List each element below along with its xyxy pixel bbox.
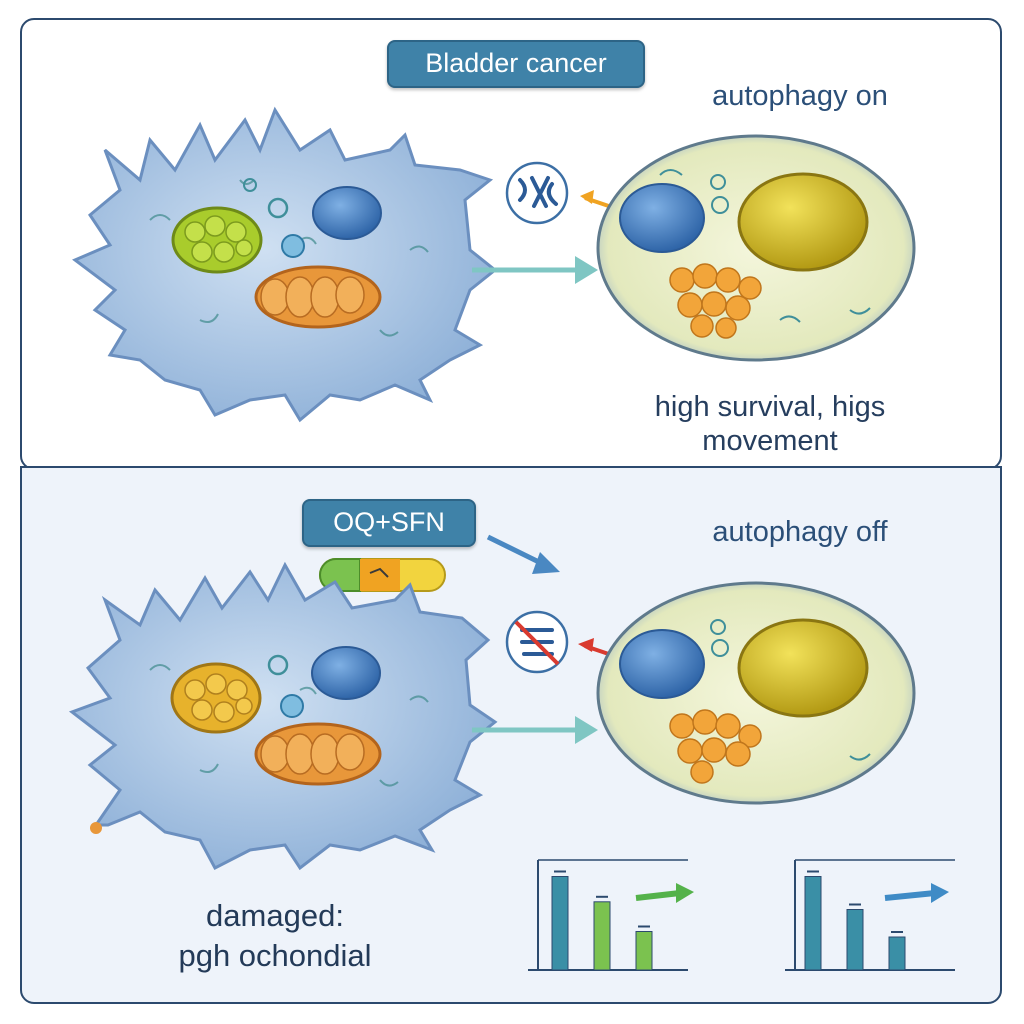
bar-0-1 [593,901,611,971]
arrow-head-top [575,256,598,284]
trend-arrow-head-0 [676,883,694,903]
cancer-cell-bottom [68,561,498,871]
bar-1-2 [888,936,906,971]
bar-1-1 [846,909,864,971]
treatment-arrow [486,534,547,568]
outcome-line-2: movement [702,425,838,457]
bar-chart-left [528,859,694,971]
bar-1-0 [804,876,822,971]
autophagy-active-icon [505,161,569,225]
outcome-line-1: high survival, higs [654,391,886,423]
bar-0-0 [551,876,569,971]
trend-arrow-0 [635,890,681,901]
bar-chart-right [785,859,955,971]
drug-capsule-icon [319,558,446,592]
cancer-cell-top [72,106,498,423]
trend-arrow-1 [884,890,936,901]
damage-text: damaged: pgh ochondial [150,896,400,976]
outcome-text: high survival, higs movement [610,390,930,458]
title-badge: Bladder cancer [387,40,645,88]
damage-line-1: damaged: [206,898,344,933]
treatment-badge: OQ+SFN [302,499,476,547]
damage-line-2: pgh ochondial [178,938,372,973]
autophagic-cell-top [596,134,916,362]
autophagy-off-label: autophagy off [712,516,888,548]
autophagic-cell-bottom [596,581,916,805]
trend-arrow-head-1 [931,883,949,903]
bar-0-2 [635,931,653,971]
autophagy-blocked-icon [505,610,569,674]
autophagy-on-label: autophagy on [712,80,888,112]
